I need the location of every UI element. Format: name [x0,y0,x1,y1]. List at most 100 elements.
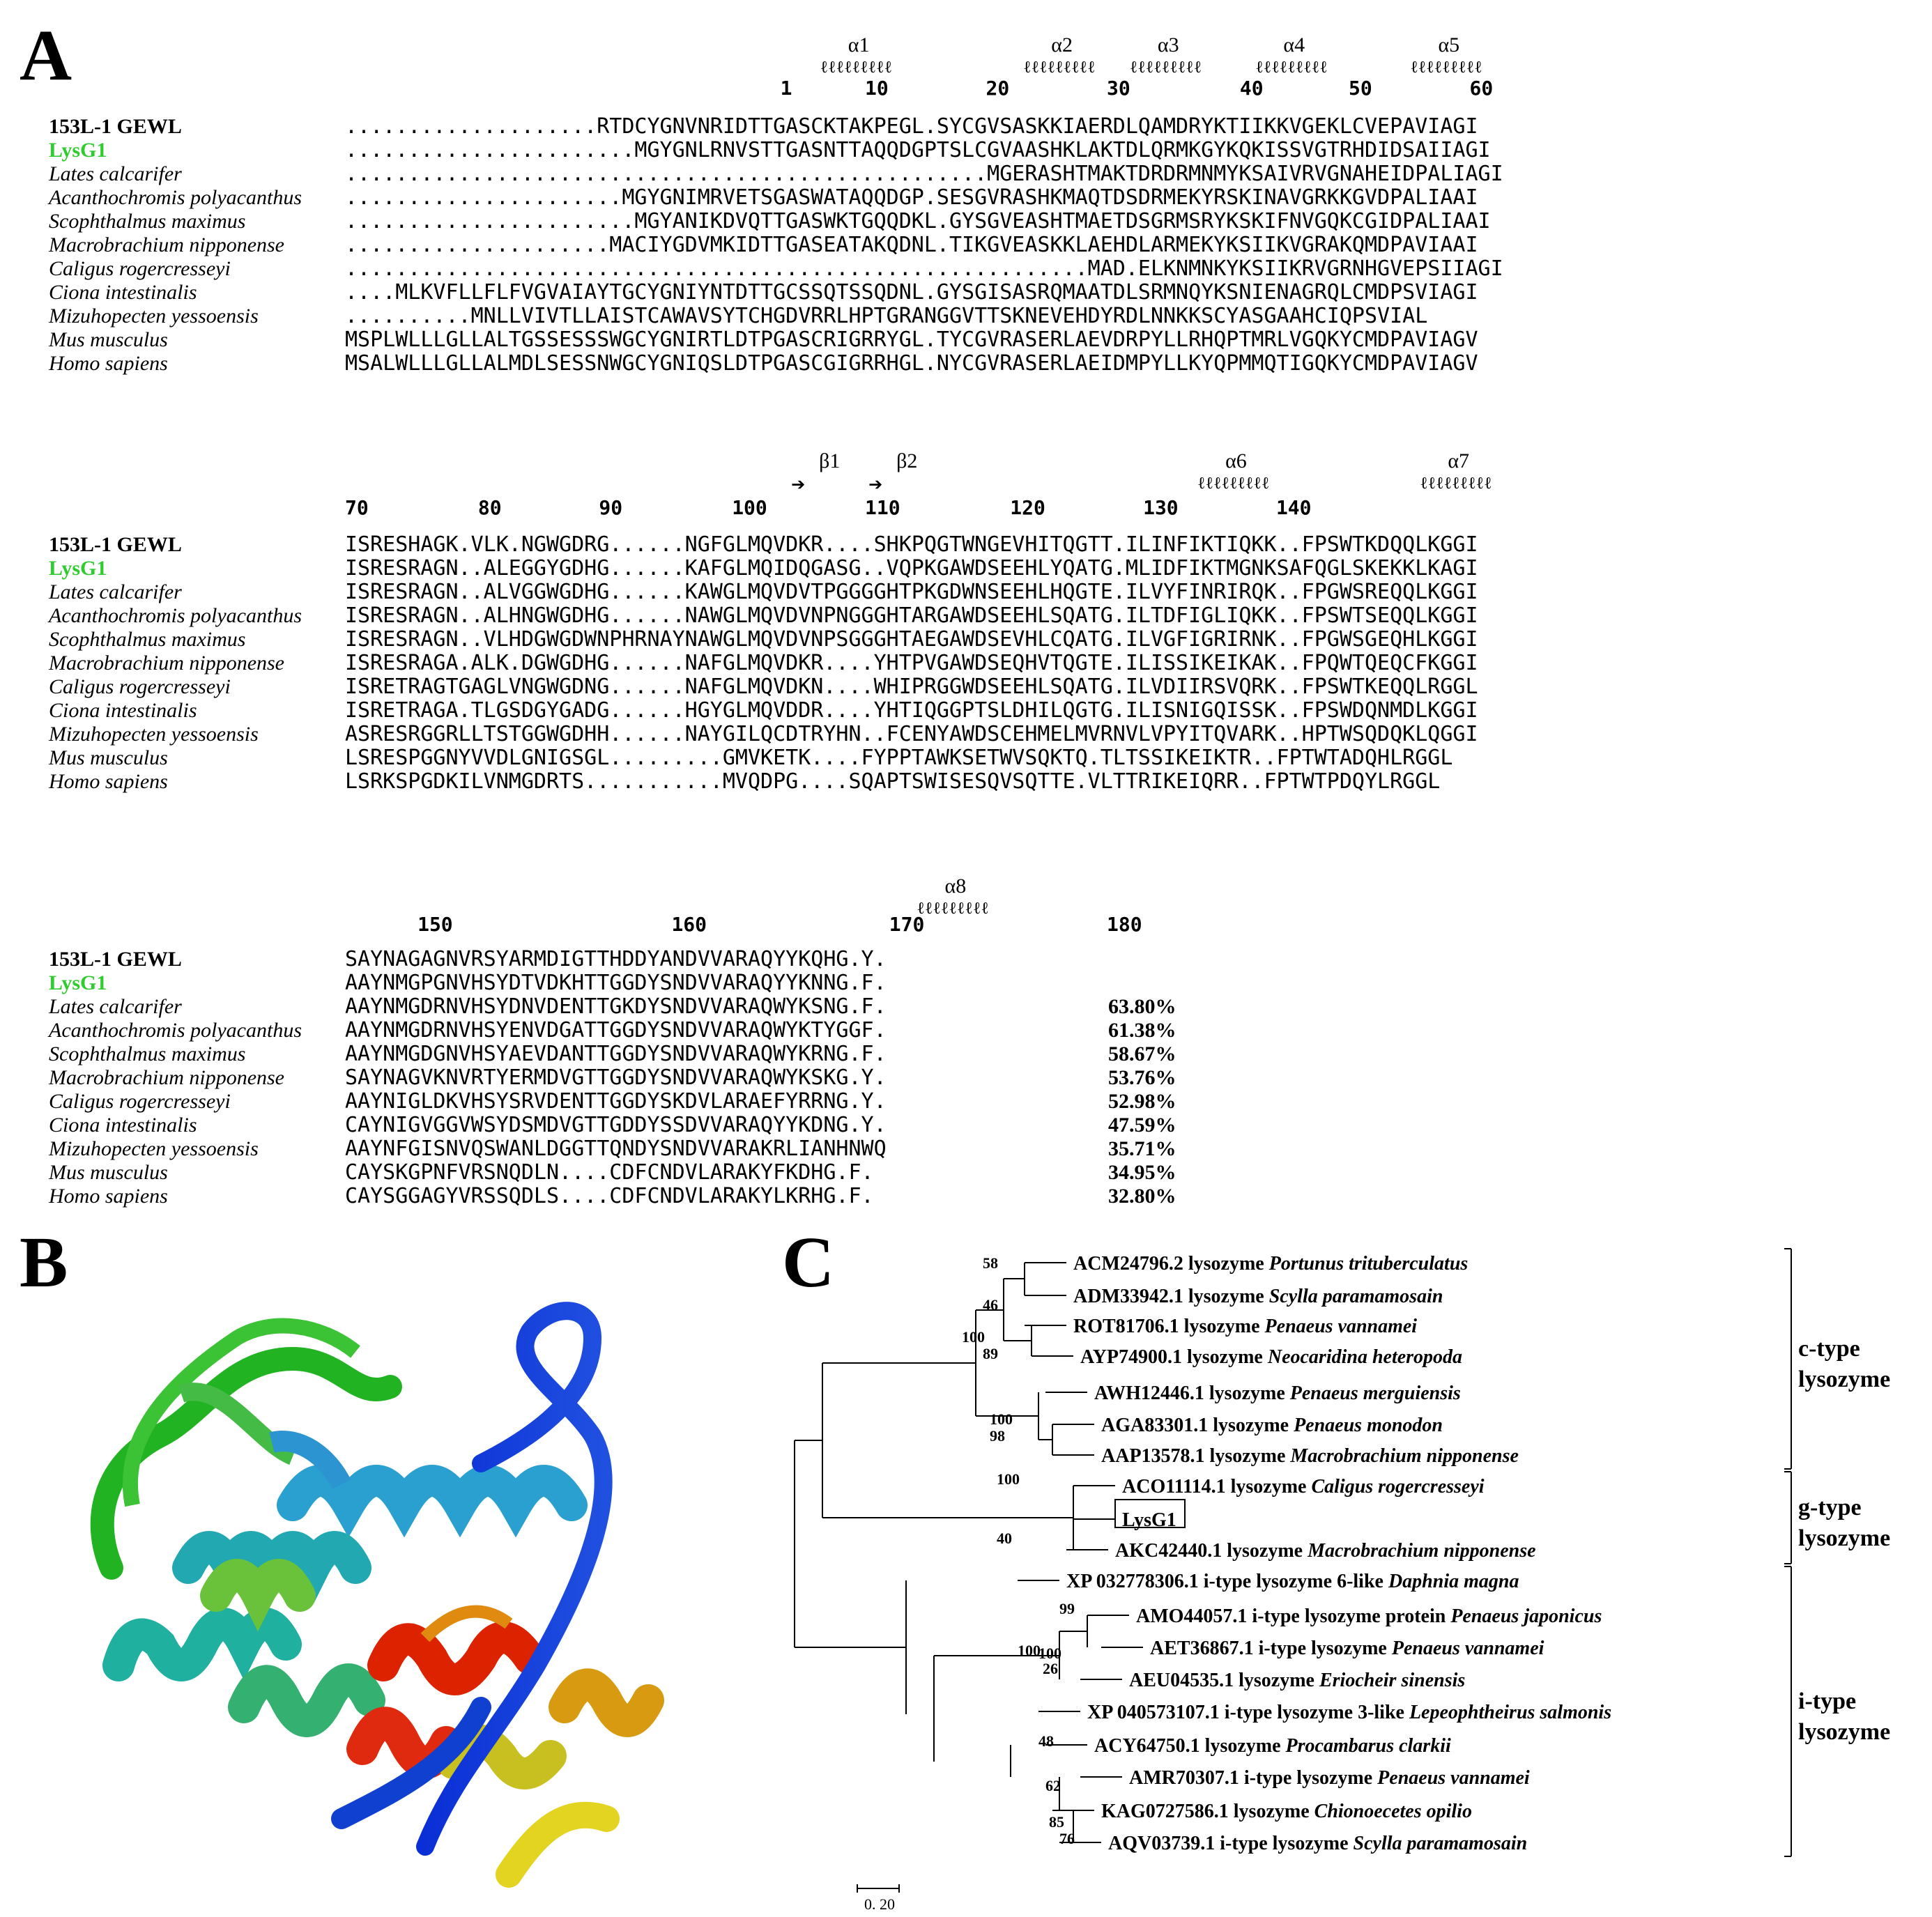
position-ruler-label: 50 [1349,77,1372,100]
position-ruler-label: 1 [780,77,792,100]
helix-coil-icon: ℓℓℓℓℓℓℓℓℓ [1420,475,1492,493]
sequence-row: CAYSGGAGYVRSSQDLS....CDFCNDVLARAKYLKRHG.… [345,1185,874,1208]
tree-leaf-label: AGA83301.1 lysozyme Penaeus monodon [1101,1415,1443,1436]
group-label-line1: c-type [1798,1336,1860,1362]
leaf-accession: ACO11114.1 lysozyme [1122,1476,1306,1498]
sequence-row: CAYNIGVGGVWSYDSMDVGTTGDDYSSDVVARAQYYKDNG… [345,1114,887,1137]
sequence-name: Macrobrachium nipponense [49,233,284,256]
bootstrap-value: 100 [1018,1642,1041,1659]
lysg1-highlight-box [1114,1499,1186,1528]
sequence-row: .......................MGYANIKDVQTTGASWK… [345,210,1491,233]
sequence-row: ISRESRAGN..VLHDGWGDWNPHRNAYNAWGLMQVDVNPS… [345,628,1478,652]
tree-leaf-label: AYP74900.1 lysozyme Neocaridina heteropo… [1080,1346,1462,1368]
position-ruler-label: 40 [1239,77,1264,100]
sequence-row: AAYNFGISNVQSWANLDGGTTQNDYSNDVVARAKRLIANH… [345,1137,887,1161]
secondary-structure-label: α4 [1283,33,1305,56]
bootstrap-value: 76 [1059,1830,1075,1847]
sequence-row: SAYNAGAGNVRSYARMDIGTTHDDYANDVVARAQYYKQHG… [345,948,887,971]
sequence-name: Lates calcarifer [49,580,182,603]
sequence-row: LSRESPGGNYVVDLGNIGSGL.........GMVKETK...… [345,746,1453,770]
sequence-name: Mizuhopecten yessoensis [49,723,259,746]
sequence-name: Mus musculus [49,328,168,351]
bootstrap-value: 100 [990,1410,1013,1428]
leaf-species: Penaeus monodon [1289,1415,1443,1436]
sequence-name: Acanthochromis polyacanthus [49,1019,302,1042]
sequence-name: Scophthalmus maximus [49,628,246,651]
sequence-row: CAYSKGPNFVRSNQDLN....CDFCNDVLARAKYFKDHG.… [345,1161,874,1185]
position-ruler-label: 90 [599,496,623,519]
leaf-accession: AGA83301.1 lysozyme [1101,1415,1289,1436]
tree-leaf-label: ACO11114.1 lysozyme Caligus rogercressey… [1122,1476,1485,1498]
identity-percent: 61.38% [1108,1019,1176,1042]
sequence-name: 153L-1 GEWL [49,533,182,556]
sequence-row: ........................................… [345,162,1503,186]
panel-b-letter: B [20,1222,68,1302]
bootstrap-value: 100 [1038,1645,1061,1662]
leaf-species: Daphnia magna [1383,1571,1519,1592]
bootstrap-value: 40 [997,1530,1012,1547]
identity-percent: 47.59% [1108,1114,1176,1137]
leaf-accession: AWH12446.1 lysozyme [1094,1383,1285,1404]
panel-a-letter: A [20,15,72,95]
helix-coil-icon: ℓℓℓℓℓℓℓℓℓ [1129,59,1202,77]
identity-percent: 63.80% [1108,995,1176,1018]
secondary-structure-label: α6 [1225,449,1247,472]
sequence-name: Macrobrachium nipponense [49,1066,284,1089]
leaf-species: Chionoecetes opilio [1310,1801,1472,1822]
leaf-accession: XP 040573107.1 i-type lysozyme 3-like [1087,1702,1404,1723]
leaf-accession: AQV03739.1 i-type lysozyme [1108,1833,1349,1854]
strand-arrow-icon: ➔ [868,476,883,494]
sequence-name: Caligus rogercresseyi [49,1090,231,1113]
tree-leaf-label: ACY64750.1 lysozyme Procambarus clarkii [1094,1735,1451,1757]
group-label-line1: i-type [1798,1688,1856,1714]
tree-leaf-label: XP 040573107.1 i-type lysozyme 3-like Le… [1087,1702,1611,1723]
sequence-row: AAYNMGDRNVHSYDNVDENTTGKDYSNDVVARAQWYKSNG… [345,995,887,1019]
sequence-row: .......................MGYGNLRNVSTTGASNT… [345,139,1491,162]
position-ruler-label: 160 [671,913,707,936]
secondary-structure-label: α7 [1448,449,1470,472]
position-ruler-label: 80 [477,496,502,519]
leaf-accession: KAG0727586.1 lysozyme [1101,1801,1310,1822]
secondary-structure-label: α8 [944,875,967,898]
leaf-species: Portunus trituberculatus [1264,1253,1469,1275]
leaf-accession: AKC42440.1 lysozyme [1115,1540,1303,1562]
identity-percent: 53.76% [1108,1066,1176,1089]
sequence-row: ISRETRAGA.TLGSDGYGADG......HGYGLMQVDDR..… [345,699,1478,723]
helix-coil-icon: ℓℓℓℓℓℓℓℓℓ [1255,59,1328,77]
group-label-line1: g-type [1798,1495,1862,1520]
position-ruler-label: 100 [732,496,767,519]
leaf-species: Penaeus merguiensis [1285,1383,1461,1404]
identity-percent: 32.80% [1108,1185,1176,1208]
helix-coil-icon: ℓℓℓℓℓℓℓℓℓ [917,900,990,918]
group-label-line2: lysozyme [1798,1366,1890,1392]
sequence-row: ......................MGYGNIMRVETSGASWAT… [345,186,1478,210]
sequence-row: ISRESRAGN..ALEGGYGDHG......KAFGLMQIDQGAS… [345,557,1478,580]
leaf-species: Penaeus vannamei [1372,1767,1530,1789]
tree-leaf-label: AMO44057.1 i-type lysozyme protein Penae… [1136,1606,1602,1627]
sequence-name: Lates calcarifer [49,995,182,1018]
phylogenetic-tree: ACM24796.2 lysozyme Portunus tritubercul… [794,1248,1890,1913]
sequence-name: Scophthalmus maximus [49,1042,246,1065]
leaf-accession: AMR70307.1 i-type lysozyme [1129,1767,1372,1789]
identity-percent: 35.71% [1108,1137,1176,1160]
identity-percent: 52.98% [1108,1090,1176,1113]
sequence-name: Scophthalmus maximus [49,210,246,233]
sequence-name: 153L-1 GEWL [49,948,182,971]
sequence-name: LysG1 [49,971,107,994]
bootstrap-value: 100 [997,1470,1020,1488]
tree-leaf-label: XP 032778306.1 i-type lysozyme 6-like Da… [1066,1571,1519,1592]
sequence-row: .....................MACIYGDVMKIDTTGASEA… [345,233,1478,257]
bootstrap-value: 58 [983,1254,998,1272]
leaf-accession: ACY64750.1 lysozyme [1094,1735,1281,1757]
bootstrap-value: 100 [962,1328,985,1346]
sequence-name: Ciona intestinalis [49,281,197,304]
bootstrap-value: 89 [983,1345,998,1362]
leaf-species: Scylla paramamosain [1264,1286,1443,1307]
tree-leaf-label: AAP13578.1 lysozyme Macrobrachium nippon… [1101,1445,1519,1467]
bootstrap-value: 99 [1059,1600,1075,1617]
bootstrap-value: 26 [1043,1660,1058,1677]
tree-leaf-label: ROT81706.1 lysozyme Penaeus vannamei [1073,1316,1417,1337]
sequence-row: ISRETRAGTGAGLVNGWGDNG......NAFGLMQVDKN..… [345,675,1478,699]
leaf-accession: ROT81706.1 lysozyme [1073,1316,1260,1337]
position-ruler-label: 130 [1143,496,1179,519]
